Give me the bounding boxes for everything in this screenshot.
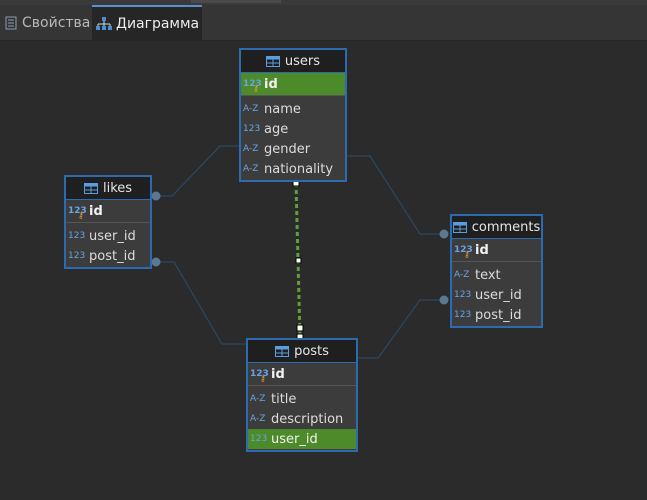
- text-type-icon: A-Z: [250, 394, 266, 404]
- numeric-type-icon: 123: [250, 434, 268, 444]
- column-name: user_id: [271, 431, 318, 447]
- relation-endpoint[interactable]: [151, 257, 161, 267]
- column-name: id: [89, 203, 103, 219]
- link-handle[interactable]: [295, 257, 302, 264]
- column-name: user_id: [475, 287, 522, 303]
- column-name: age: [264, 121, 289, 137]
- text-type-icon: A-Z: [454, 270, 470, 280]
- numeric-key-icon: 123⚷: [454, 245, 473, 259]
- column-name: user_id: [89, 228, 136, 244]
- column-row[interactable]: A-Z text: [452, 265, 541, 285]
- numeric-key-icon: 123⚷: [243, 79, 262, 93]
- column-row[interactable]: A-Z description: [248, 409, 356, 429]
- column-name: post_id: [89, 248, 136, 264]
- pk-column[interactable]: 123⚷ id: [248, 363, 356, 386]
- numeric-type-icon: 123: [454, 290, 472, 300]
- entity-title: users: [284, 53, 321, 69]
- column-row[interactable]: A-Z gender: [241, 139, 345, 159]
- column-name: id: [475, 242, 489, 258]
- table-icon: [265, 55, 280, 67]
- relation-endpoint[interactable]: [151, 191, 161, 201]
- relation-posts-users-selected[interactable]: [292, 179, 304, 341]
- entity-header[interactable]: comments: [452, 216, 541, 239]
- tab-diagram[interactable]: Диаграмма: [92, 5, 202, 40]
- numeric-type-icon: 123: [68, 251, 86, 261]
- numeric-key-icon: 123⚷: [250, 369, 269, 383]
- pk-column[interactable]: 123⚷ id: [241, 73, 345, 96]
- table-icon: [83, 182, 98, 194]
- entity-header[interactable]: users: [241, 50, 345, 73]
- column-name: post_id: [475, 307, 522, 323]
- column-row[interactable]: A-Z nationality: [241, 159, 345, 179]
- text-type-icon: A-Z: [250, 414, 266, 424]
- numeric-type-icon: 123: [454, 310, 472, 320]
- top-strip: [0, 0, 647, 5]
- table-icon: [275, 345, 290, 357]
- relation-endpoint[interactable]: [439, 229, 449, 239]
- diagram-icon: [96, 16, 112, 31]
- link-handle[interactable]: [296, 324, 304, 332]
- properties-icon: [4, 16, 18, 30]
- tab-diagram-label: Диаграмма: [116, 15, 200, 32]
- numeric-key-icon: 123⚷: [68, 206, 87, 220]
- entity-header[interactable]: posts: [248, 340, 356, 363]
- entity-title: likes: [102, 180, 133, 196]
- text-type-icon: A-Z: [243, 144, 259, 154]
- tab-properties-label: Свойства: [22, 14, 91, 31]
- relation-endpoint[interactable]: [439, 295, 449, 305]
- entity-posts[interactable]: posts 123⚷ id A-Z title A-Z description 12…: [246, 338, 358, 452]
- relation-likes-posts[interactable]: [151, 257, 249, 345]
- tab-properties[interactable]: Свойства: [0, 5, 92, 40]
- column-name: name: [264, 101, 301, 117]
- pk-column[interactable]: 123⚷ id: [452, 239, 541, 262]
- column-name: gender: [264, 141, 311, 157]
- column-name: id: [264, 76, 278, 92]
- column-row[interactable]: A-Z title: [248, 389, 356, 409]
- numeric-type-icon: 123: [243, 124, 261, 134]
- column-name: nationality: [264, 161, 334, 177]
- entity-title: posts: [294, 343, 329, 359]
- editor-tab-bar: Свойства Диаграмма: [0, 5, 647, 41]
- relation-comments-users[interactable]: [346, 155, 449, 239]
- table-icon: [452, 221, 467, 233]
- column-row[interactable]: A-Z name: [241, 99, 345, 119]
- top-strip-marker: [191, 0, 281, 3]
- relation-comments-posts[interactable]: [356, 295, 449, 359]
- text-type-icon: A-Z: [243, 104, 259, 114]
- entity-header[interactable]: likes: [66, 177, 150, 200]
- text-type-icon: A-Z: [243, 164, 259, 174]
- relation-likes-users[interactable]: [151, 145, 242, 201]
- numeric-type-icon: 123: [68, 231, 86, 241]
- column-name: text: [475, 267, 501, 283]
- column-name: description: [271, 411, 344, 427]
- pk-column[interactable]: 123⚷ id: [66, 200, 150, 223]
- entity-title: comments: [471, 219, 541, 235]
- column-name: id: [271, 366, 285, 382]
- column-name: title: [271, 391, 297, 407]
